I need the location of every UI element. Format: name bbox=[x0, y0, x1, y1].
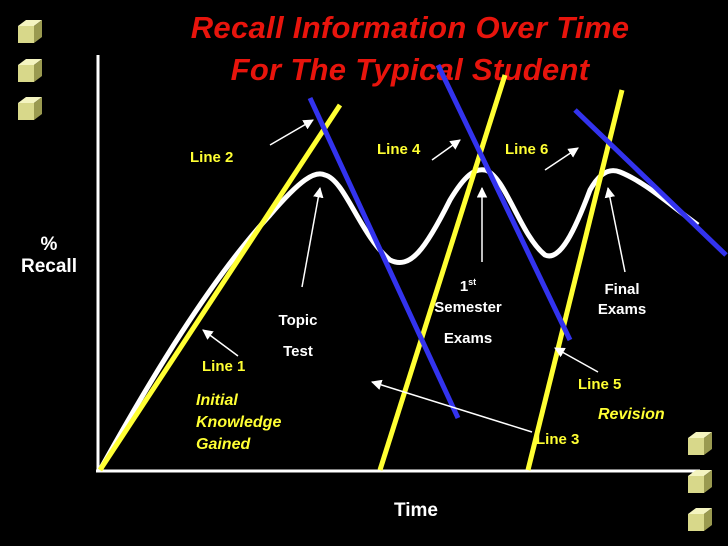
arrow-final-exams bbox=[604, 186, 626, 273]
initial-knowledge-note: Initial Knowledge Gained bbox=[196, 390, 281, 456]
final-exams-label-2: Exams bbox=[597, 301, 647, 318]
line-1-yellow bbox=[97, 103, 343, 472]
line-3-yellow bbox=[377, 74, 508, 471]
cube-icon bbox=[688, 470, 712, 493]
topic-test-label-2: Test bbox=[283, 343, 313, 360]
line-2-label: Line 2 bbox=[190, 149, 234, 166]
arrow-line-5 bbox=[554, 347, 599, 373]
arrow-line-6 bbox=[544, 147, 579, 171]
y-axis-label-recall: Recall bbox=[21, 256, 77, 277]
cube-icon bbox=[18, 20, 42, 43]
cube-icon bbox=[688, 432, 712, 455]
line-6-blue bbox=[573, 108, 728, 257]
arrow-line-1 bbox=[202, 329, 239, 357]
line-1-label: Line 1 bbox=[202, 358, 246, 375]
final-exams-label: Final Exams bbox=[586, 280, 658, 320]
line-4-label: Line 4 bbox=[377, 141, 421, 158]
slide-title-line-1: Recall Information Over Time bbox=[190, 10, 630, 45]
line-6-label: Line 6 bbox=[505, 141, 549, 158]
initial-note-1: Initial bbox=[196, 392, 238, 409]
cube-icon bbox=[18, 97, 42, 120]
semester-exams-ordinal: 1st bbox=[459, 277, 477, 295]
revision-note: Revision bbox=[598, 406, 665, 423]
final-exams-label-1: Final bbox=[604, 281, 640, 298]
topic-test-label-1: Topic bbox=[278, 312, 318, 329]
y-axis-label-percent: % bbox=[40, 234, 58, 255]
arrow-line-4 bbox=[431, 139, 461, 161]
slide-title-line-2: For The Typical Student bbox=[230, 52, 590, 87]
x-axis-label: Time bbox=[393, 500, 438, 521]
arrow-line-3 bbox=[370, 379, 533, 433]
initial-note-3: Gained bbox=[196, 436, 251, 453]
topic-test-label: Topic Test bbox=[262, 305, 334, 367]
arrow-line-2 bbox=[269, 119, 314, 146]
line-5-label: Line 5 bbox=[578, 376, 622, 393]
line-5-yellow bbox=[525, 89, 625, 471]
arrow-topic-test bbox=[301, 186, 324, 288]
initial-note-2: Knowledge bbox=[196, 414, 282, 431]
y-axis-label: % Recall bbox=[14, 234, 84, 278]
cube-icon bbox=[688, 508, 712, 531]
line-4-blue bbox=[435, 63, 573, 342]
line-3-label: Line 3 bbox=[536, 431, 580, 448]
line-2-blue bbox=[307, 96, 461, 420]
semester-exams-exams: Exams bbox=[443, 330, 493, 347]
semester-exams-word: Semester bbox=[434, 299, 502, 316]
cube-icon bbox=[18, 59, 42, 82]
semester-exams-label: 1st Semester Exams bbox=[423, 272, 513, 349]
